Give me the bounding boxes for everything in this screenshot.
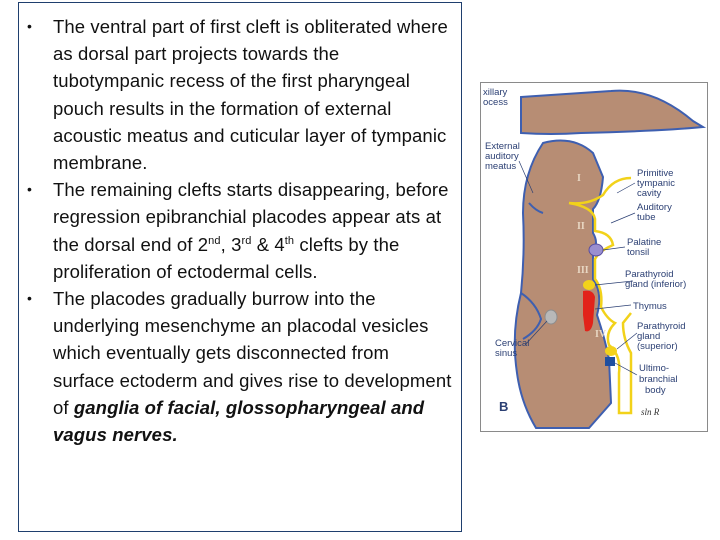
label-palatine-tonsil-1: Palatine	[627, 237, 661, 248]
label-external-meatus-3: meatus	[485, 161, 516, 172]
cervical-sinus-vesicle	[544, 309, 558, 325]
superscript: rd	[241, 234, 252, 247]
palatine-tonsil-shape	[588, 243, 604, 257]
external-meatus-line	[528, 202, 544, 214]
pharyngeal-pouch-line	[568, 176, 633, 415]
bullet-item-2: • The remaining clefts starts disappeari…	[19, 176, 461, 285]
label-primitive-tympanic-2: tympanic	[637, 178, 675, 189]
label-ultimobranchial-3: body	[645, 385, 666, 396]
label-palatine-tonsil-2: tonsil	[627, 247, 649, 258]
text-run: & 4	[251, 233, 285, 255]
label-primitive-tympanic-3: cavity	[637, 188, 662, 199]
label-parathyroid-superior-1: Parathyroid	[637, 321, 686, 332]
arch-numeral-3: III	[577, 265, 589, 276]
label-parathyroid-superior-3: (superior)	[637, 341, 678, 352]
label-external-meatus-1: External	[485, 141, 520, 152]
text-run: The placodes gradually burrow into the u…	[53, 288, 452, 418]
artist-signature: sln R	[641, 407, 660, 417]
label-auditory-tube-2: tube	[637, 212, 656, 223]
label-cervical-sinus-2: sinus	[495, 348, 517, 359]
label-ultimobranchial-2: branchial	[639, 374, 678, 385]
superscript: th	[284, 234, 295, 247]
panel-letter: B	[499, 399, 508, 414]
text-panel: • The ventral part of first cleft is obl…	[18, 2, 462, 532]
text-run: clefts by the proliferation of ectoderma…	[53, 233, 400, 282]
label-primitive-tympanic-1: Primitive	[637, 168, 673, 179]
pharyngeal-diagram: I II III IV xillary ocess External audit…	[483, 87, 707, 429]
label-ultimobranchial-1: Ultimo-	[639, 363, 669, 374]
text-run: The remaining clefts starts disappearing…	[53, 179, 449, 255]
bullet-text: The remaining clefts starts disappearing…	[53, 179, 449, 282]
label-maxillary-2: ocess	[483, 97, 508, 108]
bullet-dot: •	[27, 18, 33, 34]
bullet-list: • The ventral part of first cleft is obl…	[19, 3, 461, 448]
bullet-item-1: • The ventral part of first cleft is obl…	[19, 13, 461, 176]
leader-lines	[518, 160, 638, 376]
bullet-dot: •	[27, 290, 33, 307]
arch-numeral-4: IV	[595, 329, 607, 340]
bullet-text: The placodes gradually burrow into the u…	[53, 288, 451, 445]
embryology-figure: I II III IV xillary ocess External audit…	[480, 82, 708, 432]
maxillary-process-shape	[520, 89, 707, 135]
label-auditory-tube-1: Auditory	[637, 202, 672, 213]
label-maxillary: xillary	[483, 87, 508, 98]
arch-numeral-2: II	[577, 221, 585, 232]
label-parathyroid-inferior-2: gland (inferior)	[625, 279, 686, 290]
label-thymus: Thymus	[633, 301, 667, 312]
parathyroid-inferior-shape	[583, 280, 595, 290]
ultimobranchial-body-shape	[605, 357, 615, 366]
label-parathyroid-superior-2: gland	[637, 331, 660, 342]
bullet-dot: •	[27, 181, 33, 198]
label-cervical-sinus-1: Cervical	[495, 338, 529, 349]
superscript: nd	[208, 234, 221, 247]
bullet-text: The ventral part of first cleft is oblit…	[53, 16, 448, 174]
label-external-meatus-2: auditory	[485, 151, 519, 162]
bullet-item-3: • The placodes gradually burrow into the…	[19, 285, 461, 448]
thymus-shape	[583, 290, 595, 332]
emphasis-text: ganglia of facial, glossopharyngeal and …	[53, 396, 425, 446]
parathyroid-superior-shape	[605, 346, 617, 356]
text-run: , 3	[220, 233, 242, 255]
cervical-sinus-line	[520, 292, 543, 340]
label-parathyroid-inferior-1: Parathyroid	[625, 269, 674, 280]
arch-numeral-1: I	[577, 173, 581, 184]
